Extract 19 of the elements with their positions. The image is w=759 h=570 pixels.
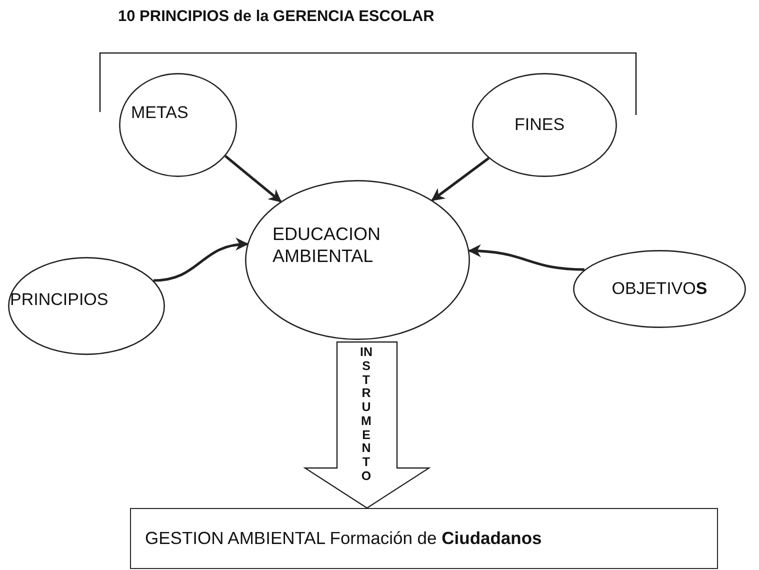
node-label: EDUCACION AMBIENTAL — [272, 222, 382, 268]
edge-label: INSTRUMENTO — [360, 346, 372, 484]
block-arrow — [302, 341, 432, 509]
node-label: FINES — [514, 114, 565, 136]
arrow — [468, 244, 584, 271]
diagram-title: 10 PRINCIPIOS de la GERENCIA ESCOLAR — [118, 8, 434, 26]
ellipse-node — [245, 180, 470, 340]
node-label: GESTION AMBIENTAL Formación de Ciudadanos — [145, 528, 542, 550]
ellipse-node — [119, 73, 237, 177]
node-label: OBJETIVOS — [612, 278, 708, 300]
ellipse-node — [8, 257, 165, 355]
node-label: PRINCIPIOS — [10, 289, 108, 311]
arrow — [431, 157, 490, 202]
ellipse-node — [472, 73, 617, 177]
node-label: METAS — [131, 102, 188, 124]
ellipse-node — [573, 250, 746, 328]
arrow — [224, 155, 282, 203]
arrow — [153, 238, 249, 282]
process-box — [130, 508, 718, 569]
